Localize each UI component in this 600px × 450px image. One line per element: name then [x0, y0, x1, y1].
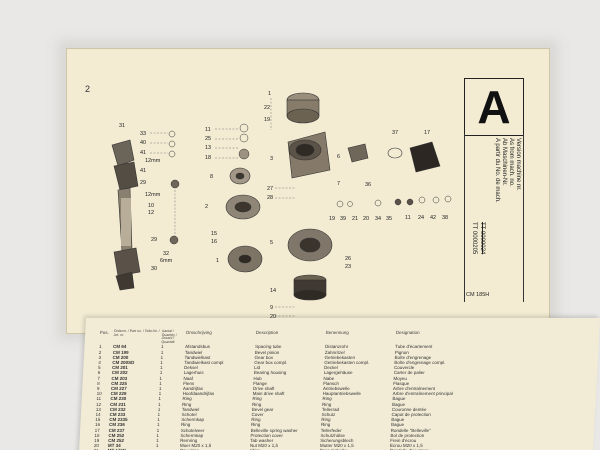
pto-shaft — [111, 139, 141, 291]
flange-lid — [287, 228, 333, 262]
callout-16: 16 — [211, 239, 217, 245]
callout-labels: 31 33 40 41 12mm 41 29 12mm 10 12 29 32 … — [119, 91, 448, 320]
parts-table: Pos. Ordernr. / Part no. / Teile-Nr. / A… — [93, 329, 580, 450]
callout-22: 22 — [264, 105, 270, 111]
callout-10: 10 — [148, 203, 154, 209]
callout-39: 39 — [340, 216, 346, 222]
serial-header-1: Version machine nr. — [515, 138, 521, 191]
callout-29: 29 — [140, 180, 146, 186]
gearbox-housing — [287, 131, 331, 179]
cm-code: CM 185H — [466, 292, 490, 298]
serial-old: TT 0000024 — [479, 222, 485, 255]
header-qty: Aantal / Quantity / Anzahl / Quantité — [161, 329, 177, 344]
page-number: 2 — [85, 84, 91, 94]
callout-5: 5 — [270, 240, 273, 246]
callout-41b: 41 — [140, 168, 146, 174]
callout-37: 37 — [392, 130, 398, 136]
callout-41: 41 — [140, 150, 146, 156]
bellows-guard — [387, 141, 441, 173]
callout-14: 14 — [270, 288, 276, 294]
protection-cover — [293, 274, 327, 301]
callout-2: 2 — [205, 204, 208, 210]
callout-11b: 11 — [405, 215, 411, 221]
callout-20: 20 — [270, 314, 276, 320]
callout-7: 7 — [337, 181, 340, 187]
header-nl: Omschrijving — [185, 330, 213, 335]
bevel-gear — [225, 194, 261, 220]
callout-36: 36 — [365, 182, 371, 188]
callout-11: 11 — [205, 127, 211, 133]
callout-23: 23 — [345, 264, 351, 270]
callout-25: 25 — [205, 136, 211, 142]
header-fr: Designation — [395, 330, 420, 335]
callout-6: 6 — [337, 154, 340, 160]
header-de: Benennung — [325, 330, 350, 335]
leader-lines — [150, 98, 296, 317]
header-en: Description — [255, 330, 279, 335]
small-bearing — [229, 167, 251, 185]
callout-20b: 20 — [363, 216, 369, 222]
callout-35: 35 — [386, 216, 392, 222]
callout-1: 1 — [216, 258, 219, 264]
callout-32: 32 — [163, 251, 169, 257]
callout-19b: 19 — [329, 216, 335, 222]
callout-15: 15 — [211, 231, 217, 237]
bearing-cap — [286, 92, 320, 124]
dim-12mm-b: 12mm — [145, 192, 161, 198]
serial-panel: Version machine nr. As from mach. no. Ab… — [464, 134, 524, 302]
callout-description: 1 — [268, 91, 271, 97]
callout-27: 27 — [267, 186, 273, 192]
callout-18: 18 — [205, 155, 211, 161]
callout-40: 40 — [140, 140, 146, 146]
callout-42: 42 — [430, 215, 436, 221]
callout-28: 28 — [267, 195, 273, 201]
section-letter: A — [477, 81, 511, 133]
callout-19: 19 — [264, 117, 270, 123]
callout-12: 12 — [148, 210, 154, 216]
callout-33: 33 — [140, 131, 146, 137]
callout-30: 30 — [151, 266, 157, 272]
header-pos: Pos. — [99, 330, 110, 335]
serial-new: TT 0000205 — [471, 222, 477, 255]
callout-38: 38 — [442, 215, 448, 221]
callout-21: 21 — [352, 216, 358, 222]
serial-header-4: A partir du No. de mach. — [494, 138, 500, 203]
callout-3: 3 — [270, 156, 273, 162]
callout-31: 31 — [119, 123, 125, 129]
header-ordernr: Ordernr. / Part no. / Teile-Nr. / Art. n… — [113, 329, 160, 337]
lower-gear — [227, 245, 263, 273]
hub-part — [347, 143, 369, 163]
dim-12mm-a: 12mm — [145, 158, 161, 164]
dim-6mm: 6mm — [160, 258, 173, 264]
section-letter-box: A — [464, 78, 524, 136]
table-header: Pos. Ordernr. / Part no. / Teile-Nr. / A… — [99, 329, 580, 344]
serial-header-2: As from mach. no. — [508, 138, 514, 187]
left-rings — [168, 123, 250, 245]
serial-header-3: Ab Maschinen-Nr. — [501, 138, 507, 186]
callout-29b: 29 — [151, 237, 157, 243]
callout-8: 8 — [210, 174, 213, 180]
callout-13: 13 — [205, 145, 211, 151]
callout-34: 34 — [375, 216, 381, 222]
small-rings-row — [336, 195, 452, 208]
callout-24: 24 — [418, 215, 424, 221]
callout-26: 26 — [345, 256, 351, 262]
callout-9: 9 — [270, 305, 273, 311]
callout-17: 17 — [424, 130, 430, 136]
